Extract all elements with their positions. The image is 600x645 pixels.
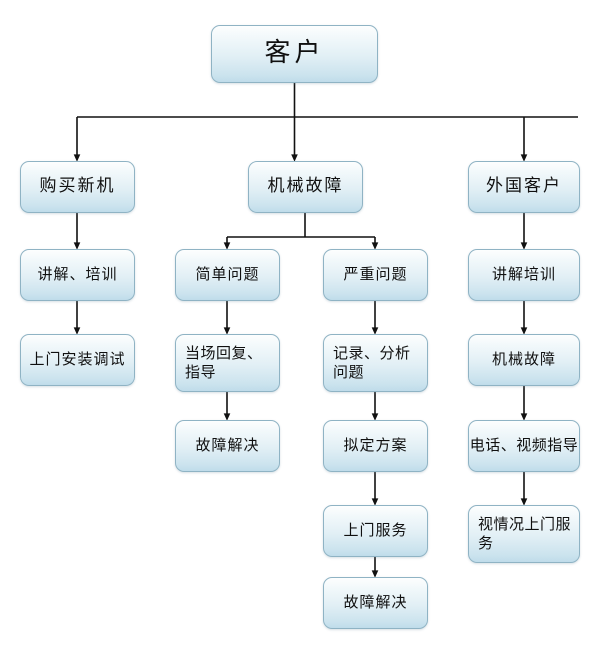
- flow-node-label: 视情况上门服务: [478, 514, 572, 552]
- flow-node-label: 故障解决: [195, 436, 260, 455]
- flow-node-l1a[interactable]: 讲解、培训: [20, 249, 135, 301]
- flow-node-label: 记录、分析问题: [333, 343, 411, 381]
- flow-node-label: 外国客户: [486, 176, 562, 197]
- flow-node-label: 讲解培训: [491, 265, 556, 284]
- flow-node-root[interactable]: 客户: [211, 25, 378, 83]
- flow-node-m4b[interactable]: 上门服务: [323, 505, 428, 557]
- flow-node-m1a[interactable]: 简单问题: [175, 249, 280, 301]
- flow-node-r4[interactable]: 视情况上门服务: [468, 505, 580, 563]
- flow-node-m1b[interactable]: 严重问题: [323, 249, 428, 301]
- flow-node-m5b[interactable]: 故障解决: [323, 577, 428, 629]
- flow-node-b3[interactable]: 外国客户: [468, 161, 580, 213]
- flow-node-l2a[interactable]: 上门安装调试: [20, 334, 135, 386]
- flow-node-label: 当场回复、指导: [185, 343, 263, 381]
- flow-node-r1[interactable]: 讲解培训: [468, 249, 580, 301]
- flow-node-label: 简单问题: [195, 265, 260, 284]
- flow-node-label: 客户: [264, 38, 325, 69]
- flow-node-m3b[interactable]: 拟定方案: [323, 420, 428, 472]
- flow-node-m2b[interactable]: 记录、分析问题: [323, 334, 428, 392]
- flow-node-label: 机械故障: [267, 176, 344, 197]
- flow-node-label: 严重问题: [343, 265, 408, 284]
- flow-node-label: 机械故障: [491, 350, 556, 369]
- flow-node-label: 电话、视频指导: [469, 436, 579, 455]
- flow-node-label: 故障解决: [343, 593, 408, 612]
- flow-node-label: 购买新机: [39, 176, 116, 197]
- flow-node-b1[interactable]: 购买新机: [20, 161, 135, 213]
- flow-node-m2a[interactable]: 当场回复、指导: [175, 334, 280, 392]
- flow-node-label: 讲解、培训: [37, 265, 118, 284]
- flow-node-label: 上门服务: [343, 521, 408, 540]
- flow-node-r2[interactable]: 机械故障: [468, 334, 580, 386]
- flow-node-r3[interactable]: 电话、视频指导: [468, 420, 580, 472]
- flow-node-label: 上门安装调试: [29, 350, 126, 369]
- flow-node-label: 拟定方案: [343, 436, 408, 455]
- flow-node-m3a[interactable]: 故障解决: [175, 420, 280, 472]
- flow-node-b2[interactable]: 机械故障: [248, 161, 363, 213]
